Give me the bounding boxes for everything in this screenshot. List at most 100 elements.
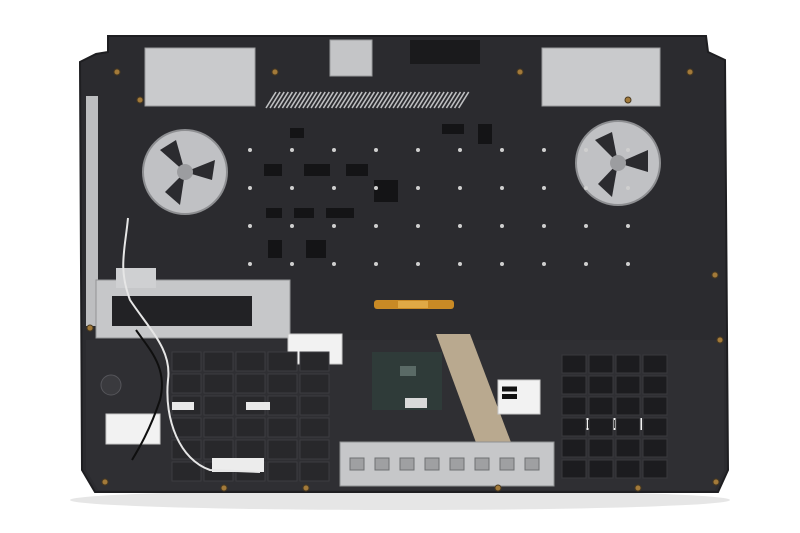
qr-module [512,389,515,392]
vent-stripe [417,91,429,109]
vent-stripe [408,91,421,109]
vent-stripe [384,91,396,109]
vent-stripe [437,91,449,109]
plate-clip [374,457,390,471]
plate-clip [449,457,465,471]
keyboard-cutouts [248,124,630,266]
foam-cell [561,354,587,374]
screw [86,324,94,332]
mount-hole [374,224,378,228]
right-fan [575,120,661,206]
foam-cell [267,439,298,460]
foam-cell [588,375,614,395]
mount-hole [332,186,336,190]
vent-stripe [265,91,277,109]
vent-stripe [396,91,408,109]
mount-hole [626,186,630,190]
keyboard-cutout [268,240,282,258]
foam-cell [642,438,668,458]
board-chip [400,366,416,376]
foam-cell [203,439,234,460]
mount-hole [332,262,336,266]
keyboard-cutout [326,208,354,218]
foam-cell [615,354,641,374]
left-sticker [105,413,161,445]
foam-cell [299,373,330,394]
left-top-bracket [144,47,256,107]
keyboard-cutout [306,240,326,258]
vent-stripe [355,91,367,109]
vent-stripe [421,91,433,109]
foam-cell [588,417,614,437]
mount-hole [248,224,252,228]
keyboard-cutout [346,164,368,176]
foam-cell [615,417,641,437]
right-top-bracket [541,47,661,107]
qr-module [507,394,510,397]
plate-clip [524,457,540,471]
foam-cell [267,373,298,394]
vent-stripe [318,91,330,109]
foam-cell [642,417,668,437]
mount-hole [584,224,588,228]
foam-cell [267,351,298,372]
foam-cell [561,417,587,437]
vent-stripe [326,91,339,109]
vent-stripe [277,91,289,109]
foam-cell [561,438,587,458]
mount-hole [290,224,294,228]
keyboard-cutout [374,180,398,202]
foam-cell [235,373,266,394]
screw [716,336,724,344]
foam-cell [615,438,641,458]
vent-stripe [294,91,306,109]
foam-cell [588,459,614,479]
mount-hole [458,224,462,228]
small-label-2 [246,402,270,410]
vent-stripe [298,91,310,109]
foam-cell [299,395,330,416]
vent-stripe [388,91,400,109]
foam-cell [171,439,202,460]
bottom-plate-clips [349,457,540,471]
mount-hole [416,148,420,152]
keyboard-cutout [266,208,282,218]
qr-module [509,394,512,397]
vent-stripe [339,91,351,109]
mount-hole [248,186,252,190]
keyboard-cutout [304,164,330,176]
vent-stripe [351,91,363,109]
plate-clip [424,457,440,471]
bottom-metal-plate [339,441,555,487]
qr-module [507,386,510,389]
small-label-3 [212,458,264,472]
left-metal-rail [86,96,98,326]
mount-hole [542,224,546,228]
foam-cell [171,461,202,482]
foam-cell [561,459,587,479]
antenna-bracket [116,268,156,288]
foam-cell [615,459,641,479]
screw [271,68,279,76]
screw-holes [86,68,724,492]
mount-hole [248,262,252,266]
mount-hole [500,148,504,152]
foam-cell [588,396,614,416]
foam-cell [235,417,266,438]
keyboard-cutout [264,164,282,176]
vent-stripe [404,91,417,109]
vent-stripe [371,91,384,109]
mount-hole [626,148,630,152]
screw [711,271,719,279]
small-label-1 [172,402,194,410]
vent-stripe [458,91,470,109]
foam-cell [171,351,202,372]
vent-stripe [281,91,294,109]
vent-stripe [425,91,437,109]
vent-stripe [347,91,359,109]
vent-stripe [314,91,326,109]
foam-cell [561,375,587,395]
mount-hole [416,224,420,228]
vent-stripe [343,91,355,109]
screw [634,484,642,492]
